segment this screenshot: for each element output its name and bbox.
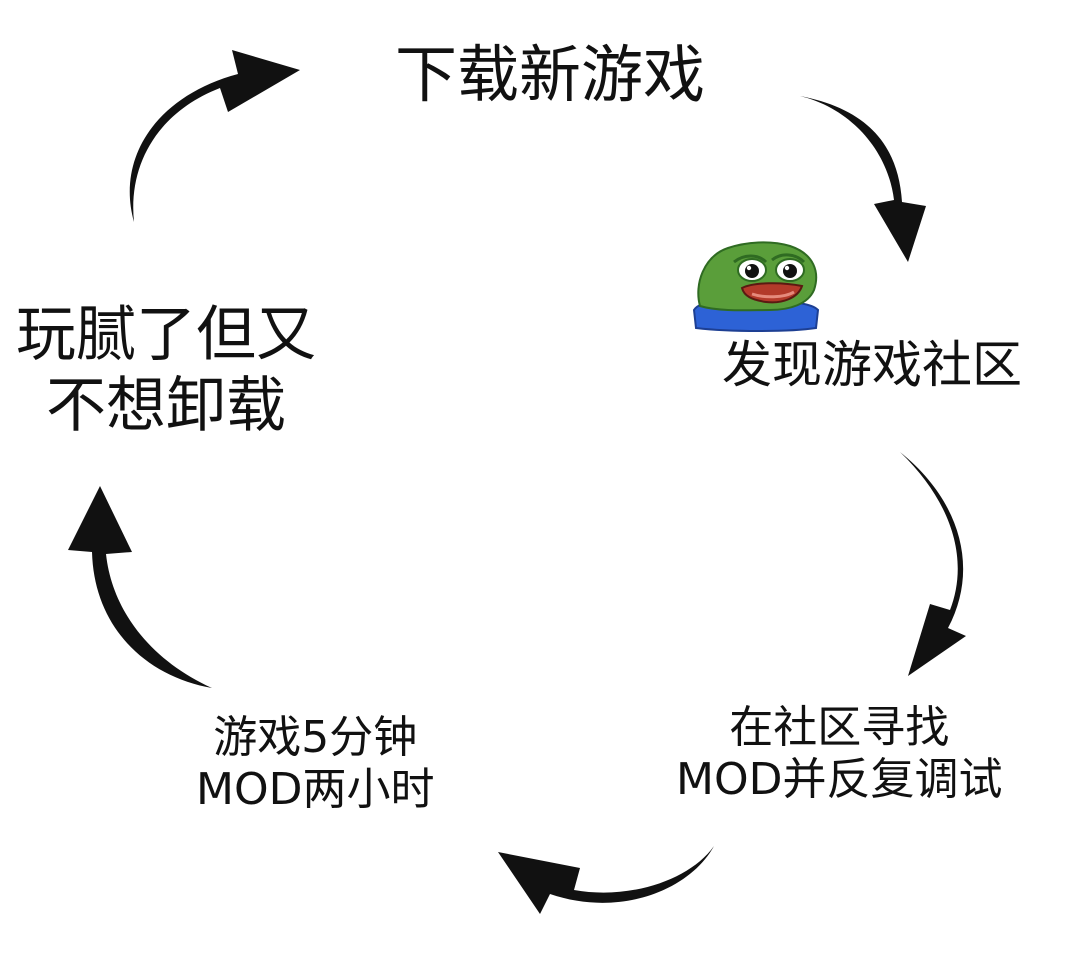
node-play-line-1: 游戏5分钟: [213, 712, 418, 763]
node-mods-line-2: MOD并反复调试: [676, 753, 1003, 805]
arrow-community-to-mods: [900, 452, 966, 676]
frog-brow: [733, 253, 806, 264]
node-play: 游戏5分钟 MOD两小时: [196, 712, 434, 816]
node-play-line-2: MOD两小时: [196, 763, 435, 815]
node-community: 发现游戏社区: [722, 336, 1022, 395]
arrow-play-to-bored: [68, 486, 212, 688]
frog-mouth: [740, 282, 804, 304]
node-download-line-1: 下载新游戏: [395, 38, 706, 111]
arrow-bored-to-download: [129, 50, 300, 222]
arrow-download-to-community: [800, 96, 926, 262]
node-community-line-1: 发现游戏社区: [722, 336, 1022, 394]
frog-emoji-icon: [692, 241, 820, 332]
node-bored-line-1: 玩腻了但又: [16, 300, 316, 370]
node-bored-line-2: 不想卸载: [46, 370, 286, 441]
node-download: 下载新游戏: [395, 38, 705, 111]
node-mods: 在社区寻找 MOD并反复调试: [676, 702, 1002, 806]
arrow-mods-to-play: [498, 846, 714, 914]
node-mods-line-1: 在社区寻找: [729, 702, 950, 753]
node-bored: 玩腻了但又 不想卸载: [16, 300, 316, 442]
